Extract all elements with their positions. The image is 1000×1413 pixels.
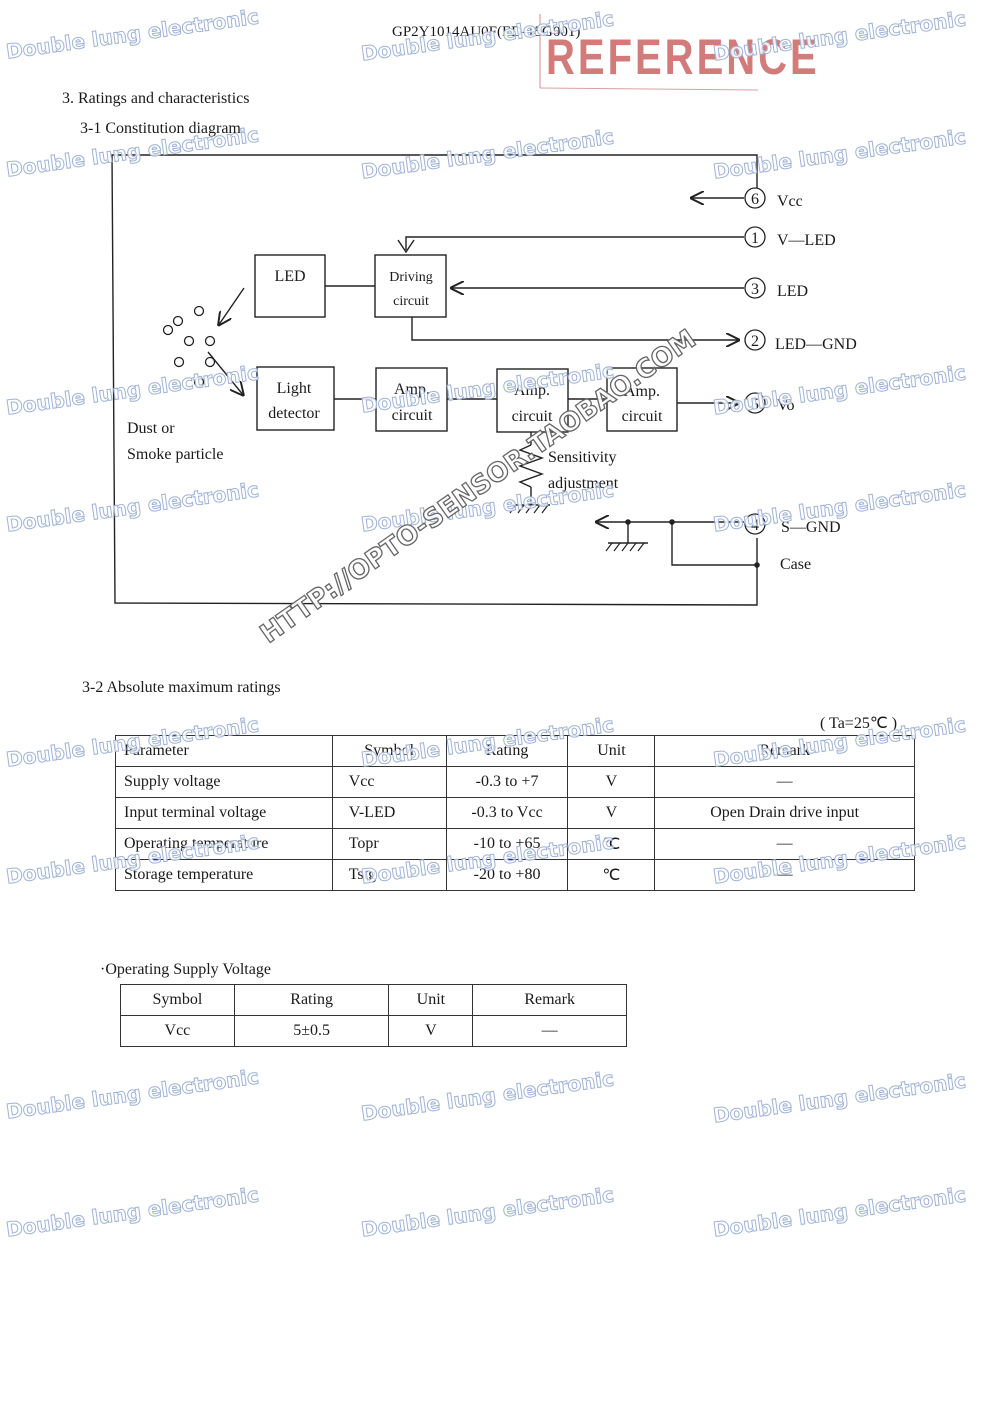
sensitivity-label: Sensitivity (548, 449, 616, 466)
pin-label: Vcc (777, 193, 803, 210)
table-cell: ℃ (567, 859, 656, 891)
op-voltage-table: Symbol Rating Unit Remark Vcc 5±0.5 V — (120, 984, 627, 1047)
watermark: Double lung electronic (359, 1182, 616, 1242)
dust-particles (162, 305, 216, 388)
watermark: Double lung electronic (4, 1182, 261, 1242)
table-row: Operating temperature Topr -10 to +65 ℃ … (115, 828, 915, 860)
abs-ratings-condition: ( Ta=25℃ ) (820, 715, 898, 732)
watermark: Double lung electronic (711, 1182, 968, 1242)
section-title: 3. Ratings and characteristics (62, 90, 250, 107)
table-cell: Vcc (120, 1015, 235, 1047)
pin-4 (744, 513, 766, 535)
op-voltage-title: ·Operating Supply Voltage (100, 961, 271, 978)
watermark: Double lung electronic (4, 4, 261, 64)
amp-circuit-2-block (496, 368, 569, 433)
amp-label: Amp. (624, 383, 660, 400)
pin-num: 6 (751, 191, 759, 208)
column-header: Rating (233, 984, 390, 1016)
pin-label: LED (777, 283, 808, 300)
driving-label: circuit (393, 294, 429, 309)
column-header: Parameter (115, 735, 333, 767)
pin-label: S—GND (781, 519, 841, 536)
table-header-row: Parameter Symbol Rating Unit Remark (115, 735, 915, 767)
column-header: Remark (654, 735, 915, 767)
driving-label: Driving (389, 270, 433, 285)
constitution-diagram: 6 1 3 2 5 4 Vcc V—LED LED LED—GND Vo S—G… (111, 154, 857, 606)
abs-ratings-table: Parameter Symbol Rating Unit Remark Supp… (115, 735, 915, 891)
table-cell: 5±0.5 (233, 1015, 390, 1047)
reference-stamp: REFERENCE (538, 14, 817, 92)
watermark: Double lung electronic (711, 1068, 968, 1128)
column-header: Symbol (120, 984, 235, 1016)
pin-3 (744, 277, 766, 299)
table-row: Vcc 5±0.5 V — (120, 1015, 627, 1047)
sensitivity-label: adjustment (548, 475, 619, 492)
table-cell: -10 to +65 (445, 828, 569, 860)
pin-label: LED—GND (775, 336, 857, 353)
watermark: Double lung electronic (4, 1064, 261, 1124)
module-frame (111, 154, 758, 606)
column-header: Rating (445, 735, 569, 767)
table-cell: -0.3 to Vcc (445, 797, 569, 829)
amp-label: circuit (512, 408, 553, 425)
light-detector-label: Light (277, 380, 312, 397)
table-cell: V-LED (331, 797, 447, 829)
column-header: Remark (472, 984, 627, 1016)
table-cell: Supply voltage (115, 766, 333, 798)
pin-label: V—LED (777, 232, 836, 249)
led-label: LED (274, 268, 305, 285)
pin-label: Vo (777, 397, 795, 414)
table-cell: V (567, 766, 656, 798)
dust-label: Smoke particle (127, 446, 223, 463)
light-detector-label: detector (268, 405, 320, 422)
table-cell: V (567, 797, 656, 829)
amp-label: Amp. (514, 382, 550, 399)
stamp-text: REFERENCE (546, 30, 820, 86)
table-cell: Tstg (331, 859, 447, 891)
pin-2 (744, 329, 766, 351)
watermark: Double lung electronic (359, 1066, 616, 1126)
table-cell: -0.3 to +7 (445, 766, 569, 798)
table-cell: -20 to +80 (445, 859, 569, 891)
pin-num: 5 (751, 396, 759, 413)
pin-6 (744, 187, 766, 209)
amp-label: circuit (392, 407, 433, 424)
table-cell: Vcc (331, 766, 447, 798)
table-row: Supply voltage Vcc -0.3 to +7 V — (115, 766, 915, 798)
table-row: Input terminal voltage V-LED -0.3 to Vcc… (115, 797, 915, 829)
column-header: Symbol (331, 735, 447, 767)
table-cell: Operating temperature (115, 828, 333, 860)
table-cell: ℃ (567, 828, 656, 860)
table-cell: Open Drain drive input (654, 797, 915, 829)
table-cell: Input terminal voltage (115, 797, 333, 829)
table-cell: Topr (331, 828, 447, 860)
table-header-row: Symbol Rating Unit Remark (120, 984, 627, 1016)
table-row: Storage temperature Tstg -20 to +80 ℃ — (115, 859, 915, 891)
column-header: Unit (388, 984, 474, 1016)
table-cell: — (472, 1015, 627, 1047)
pin-num: 3 (751, 281, 759, 298)
case-label: Case (780, 556, 811, 573)
pin-num: 2 (751, 333, 759, 350)
abs-ratings-title: 3-2 Absolute maximum ratings (82, 679, 281, 696)
document-code: GP2Y1014AU0F(ED-15G001) (392, 24, 581, 40)
table-cell: V (388, 1015, 474, 1047)
pin-1 (744, 226, 766, 248)
pin-5 (744, 392, 766, 414)
led-block (254, 254, 326, 318)
table-cell: — (654, 859, 915, 891)
pin-num: 1 (751, 230, 759, 247)
table-cell: — (654, 828, 915, 860)
table-cell: — (654, 766, 915, 798)
column-header: Unit (567, 735, 656, 767)
diagram-title: 3-1 Constitution diagram (80, 120, 241, 137)
table-cell: Storage temperature (115, 859, 333, 891)
amp-label: Amp. (394, 381, 430, 398)
amp-label: circuit (622, 408, 663, 425)
dust-label: Dust or (127, 420, 175, 437)
pin-num: 4 (751, 517, 759, 534)
